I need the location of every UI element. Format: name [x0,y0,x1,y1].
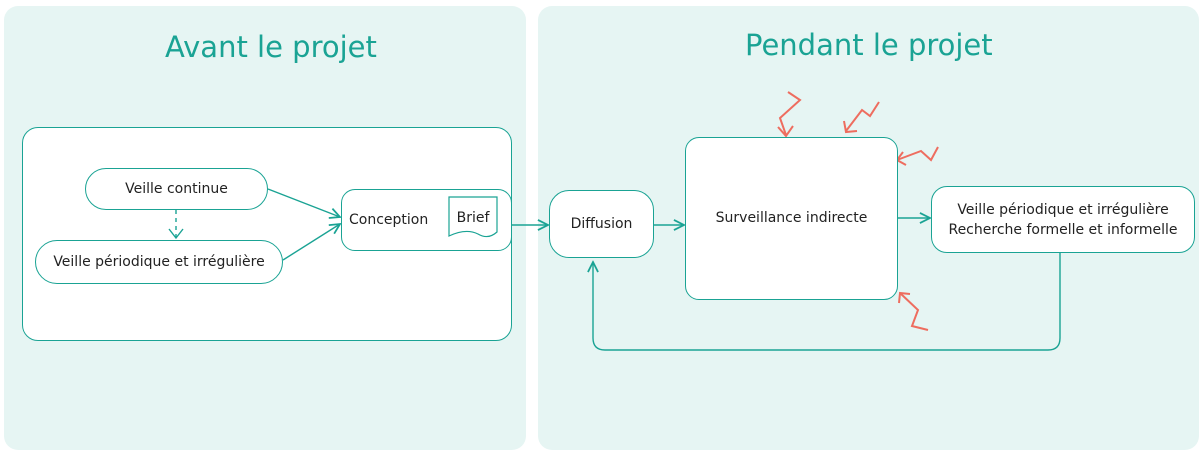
node-conception-label: Conception [349,212,429,228]
zigzag-arrow-top-left [778,91,802,136]
document-icon [448,196,498,238]
node-veille-continue: Veille continue [85,168,268,210]
node-brief: Brief [448,196,498,240]
zigzag-arrow-bottom-right-head [898,291,911,304]
zigzag-arrow-top-right [845,101,880,132]
edge-dashed-arrowhead [168,228,184,240]
node-veille-recherche: Veille périodique et irrégulière Recherc… [931,186,1195,253]
zigzag-arrow-top-left-head [777,125,794,138]
zigzag-arrow-right [896,146,939,162]
section-title-during: Pendant le projet [745,28,993,62]
section-title-before: Avant le projet [165,30,377,64]
edge-feedback-loop [593,252,1061,351]
node-veille-periodique: Veille périodique et irrégulière [35,240,283,284]
node-brief-label: Brief [456,210,490,226]
node-surveillance-indirecte: Surveillance indirecte [685,137,898,300]
zigzag-arrow-top-right-head [843,120,858,134]
node-veille-recherche-line1: Veille périodique et irrégulière [957,201,1169,218]
edge-veille-continue-to-conception [267,188,340,217]
node-diffusion: Diffusion [549,190,654,258]
node-veille-recherche-line2: Recherche formelle et informelle [948,221,1178,238]
edge-veille-periodique-to-conception [282,224,340,261]
zigzag-arrow-bottom-right [899,292,929,331]
